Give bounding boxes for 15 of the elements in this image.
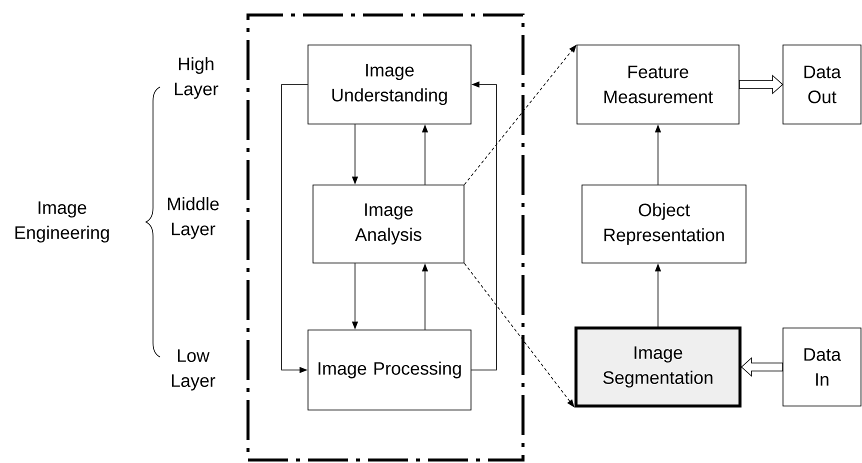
process-box: Image Segmentation [574, 326, 742, 408]
layer-label: High Layer [174, 57, 218, 99]
process-box: Data Out [782, 44, 862, 124]
layer-label: Middle Layer [168, 197, 219, 239]
dash-dot-frame [246, 14, 524, 462]
process-box: Data In [782, 328, 862, 406]
process-box: Image Understanding [308, 44, 472, 124]
block-arrow [739, 74, 784, 94]
block-arrow [740, 357, 783, 377]
process-box: Feature Measurement [576, 44, 740, 124]
layer-label: Image Engineering [15, 201, 109, 243]
process-box: Image Processing [308, 330, 472, 410]
process-box: Image Analysis [312, 184, 464, 264]
layer-label: Low Layer [172, 349, 216, 391]
process-box: Object Representation [582, 184, 746, 264]
